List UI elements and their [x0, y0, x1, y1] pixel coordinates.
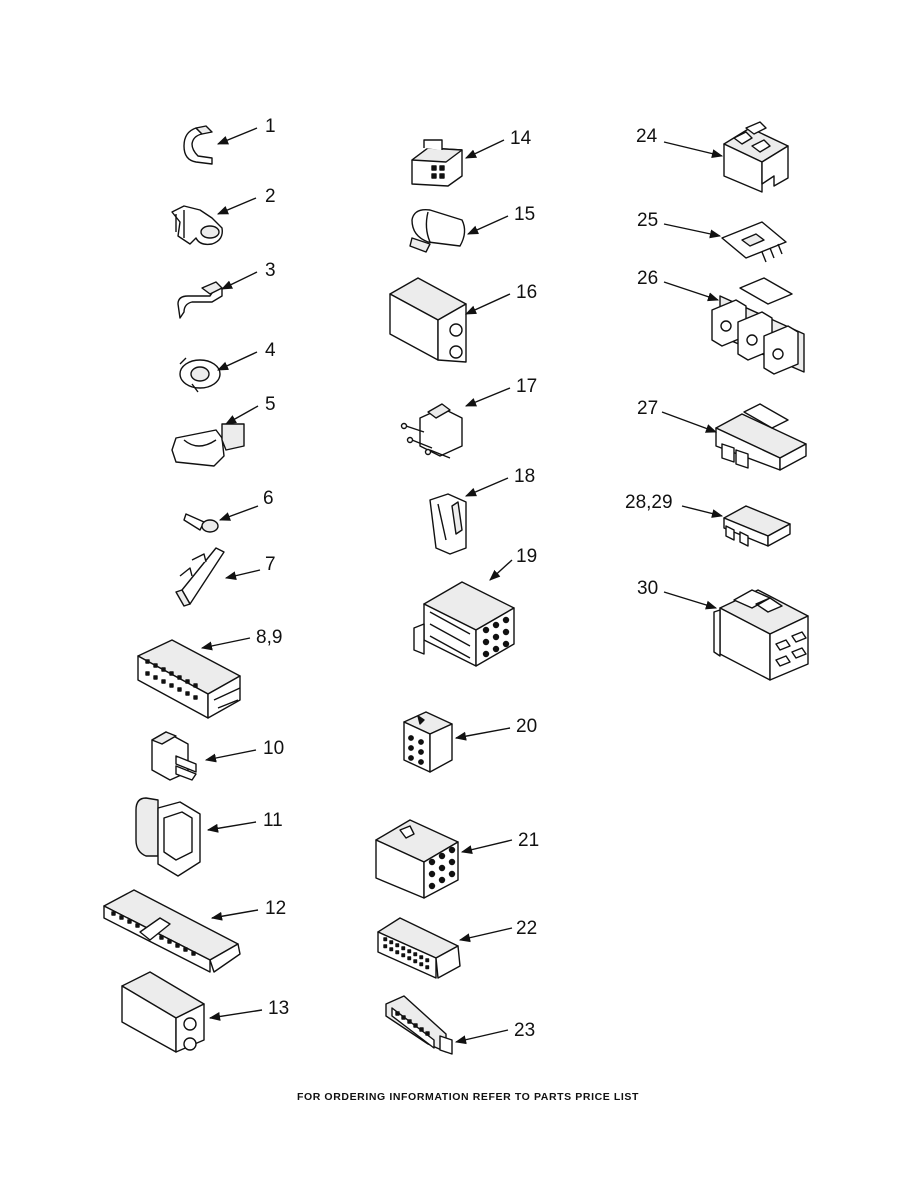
part-5-wire-bracket — [171, 423, 245, 467]
leader-line-12 — [210, 909, 259, 921]
part-13-two-way-housing — [121, 971, 205, 1053]
leader-line-4 — [216, 351, 258, 371]
callout-3: 3 — [265, 260, 276, 281]
callout-27: 27 — [637, 398, 658, 419]
part-2-cable-clamp — [171, 205, 223, 246]
leader-line-17 — [464, 387, 511, 407]
part-24-block-housing — [723, 121, 789, 193]
part-6-screw — [183, 513, 219, 533]
callout-6: 6 — [263, 488, 274, 509]
part-14-receptacle — [411, 139, 463, 187]
callout-28-29: 28,29 — [625, 492, 673, 513]
leader-line-6 — [218, 505, 259, 521]
callout-7: 7 — [265, 554, 276, 575]
part-10-plug — [151, 731, 197, 781]
callout-21: 21 — [518, 830, 539, 851]
part-21-twelve-way-plug — [375, 819, 459, 899]
part-7-strip-holder — [175, 547, 225, 607]
leader-line-30 — [663, 591, 718, 610]
leader-line-3 — [220, 271, 258, 290]
callout-13: 13 — [268, 998, 289, 1019]
callout-24: 24 — [636, 126, 658, 147]
part-8-9-connector-housing — [137, 639, 241, 719]
callout-2: 2 — [265, 186, 276, 207]
part-30-socket-housing — [713, 589, 809, 681]
leader-line-7 — [224, 569, 261, 581]
part-25-circuit-plate — [721, 221, 787, 263]
callout-5: 5 — [265, 394, 276, 415]
leader-line-24 — [663, 141, 724, 158]
part-22-multi-pin-block — [377, 917, 461, 979]
leader-line-21 — [460, 839, 513, 855]
part-16-two-cavity-housing — [389, 277, 467, 363]
callout-17: 17 — [516, 376, 537, 397]
callout-19: 19 — [516, 546, 537, 567]
leader-line-20 — [454, 727, 511, 741]
leader-line-10 — [204, 749, 257, 763]
leader-line-19 — [489, 559, 513, 581]
part-19-twelve-way-housing — [413, 581, 515, 667]
leader-line-1 — [216, 127, 258, 145]
part-15-sleeve — [409, 209, 466, 253]
callout-20: 20 — [516, 716, 537, 737]
part-11-terminal-housing — [135, 797, 201, 877]
part-28-29-clip-housing — [723, 505, 791, 547]
leader-line-5 — [225, 405, 259, 425]
callout-11: 11 — [263, 810, 283, 831]
part-17-pin-header — [400, 403, 463, 459]
part-18-retainer — [429, 493, 467, 555]
leader-line-11 — [206, 821, 257, 833]
callout-26: 26 — [637, 268, 658, 289]
callout-14: 14 — [510, 128, 532, 149]
leader-line-16 — [464, 293, 511, 315]
callout-10: 10 — [263, 738, 284, 759]
part-4-grommet — [179, 357, 221, 393]
leader-line-26 — [663, 281, 720, 302]
part-12-terminal-strip — [103, 889, 241, 973]
part-3-spring-clip — [177, 281, 223, 319]
part-23-board-connector — [385, 995, 453, 1055]
leader-line-23 — [454, 1029, 509, 1045]
callout-15: 15 — [514, 204, 535, 225]
leader-line-14 — [464, 139, 505, 159]
callout-23: 23 — [514, 1020, 535, 1041]
leader-line-18 — [464, 477, 509, 497]
leader-line-13 — [208, 1009, 263, 1021]
leader-line-27 — [661, 411, 718, 433]
callout-22: 22 — [516, 918, 537, 939]
callout-4: 4 — [265, 340, 276, 361]
callout-30: 30 — [637, 578, 658, 599]
leader-line-28-29 — [681, 505, 724, 518]
footer-note: FOR ORDERING INFORMATION REFER TO PARTS … — [297, 1091, 639, 1103]
callout-18: 18 — [514, 466, 535, 487]
leader-line-22 — [458, 927, 513, 943]
part-20-six-way-plug — [403, 711, 453, 773]
callout-12: 12 — [265, 898, 286, 919]
leader-line-8-9 — [200, 637, 251, 651]
leader-line-2 — [216, 197, 257, 215]
part-26-socket-assembly — [711, 277, 805, 375]
leader-line-25 — [663, 223, 722, 239]
part-27-latch-housing — [715, 403, 807, 471]
callout-16: 16 — [516, 282, 537, 303]
leader-line-15 — [466, 215, 509, 235]
callout-25: 25 — [637, 210, 658, 231]
callout-1: 1 — [265, 116, 276, 137]
callout-8-9: 8,9 — [256, 627, 282, 648]
part-1-clip — [183, 125, 213, 165]
